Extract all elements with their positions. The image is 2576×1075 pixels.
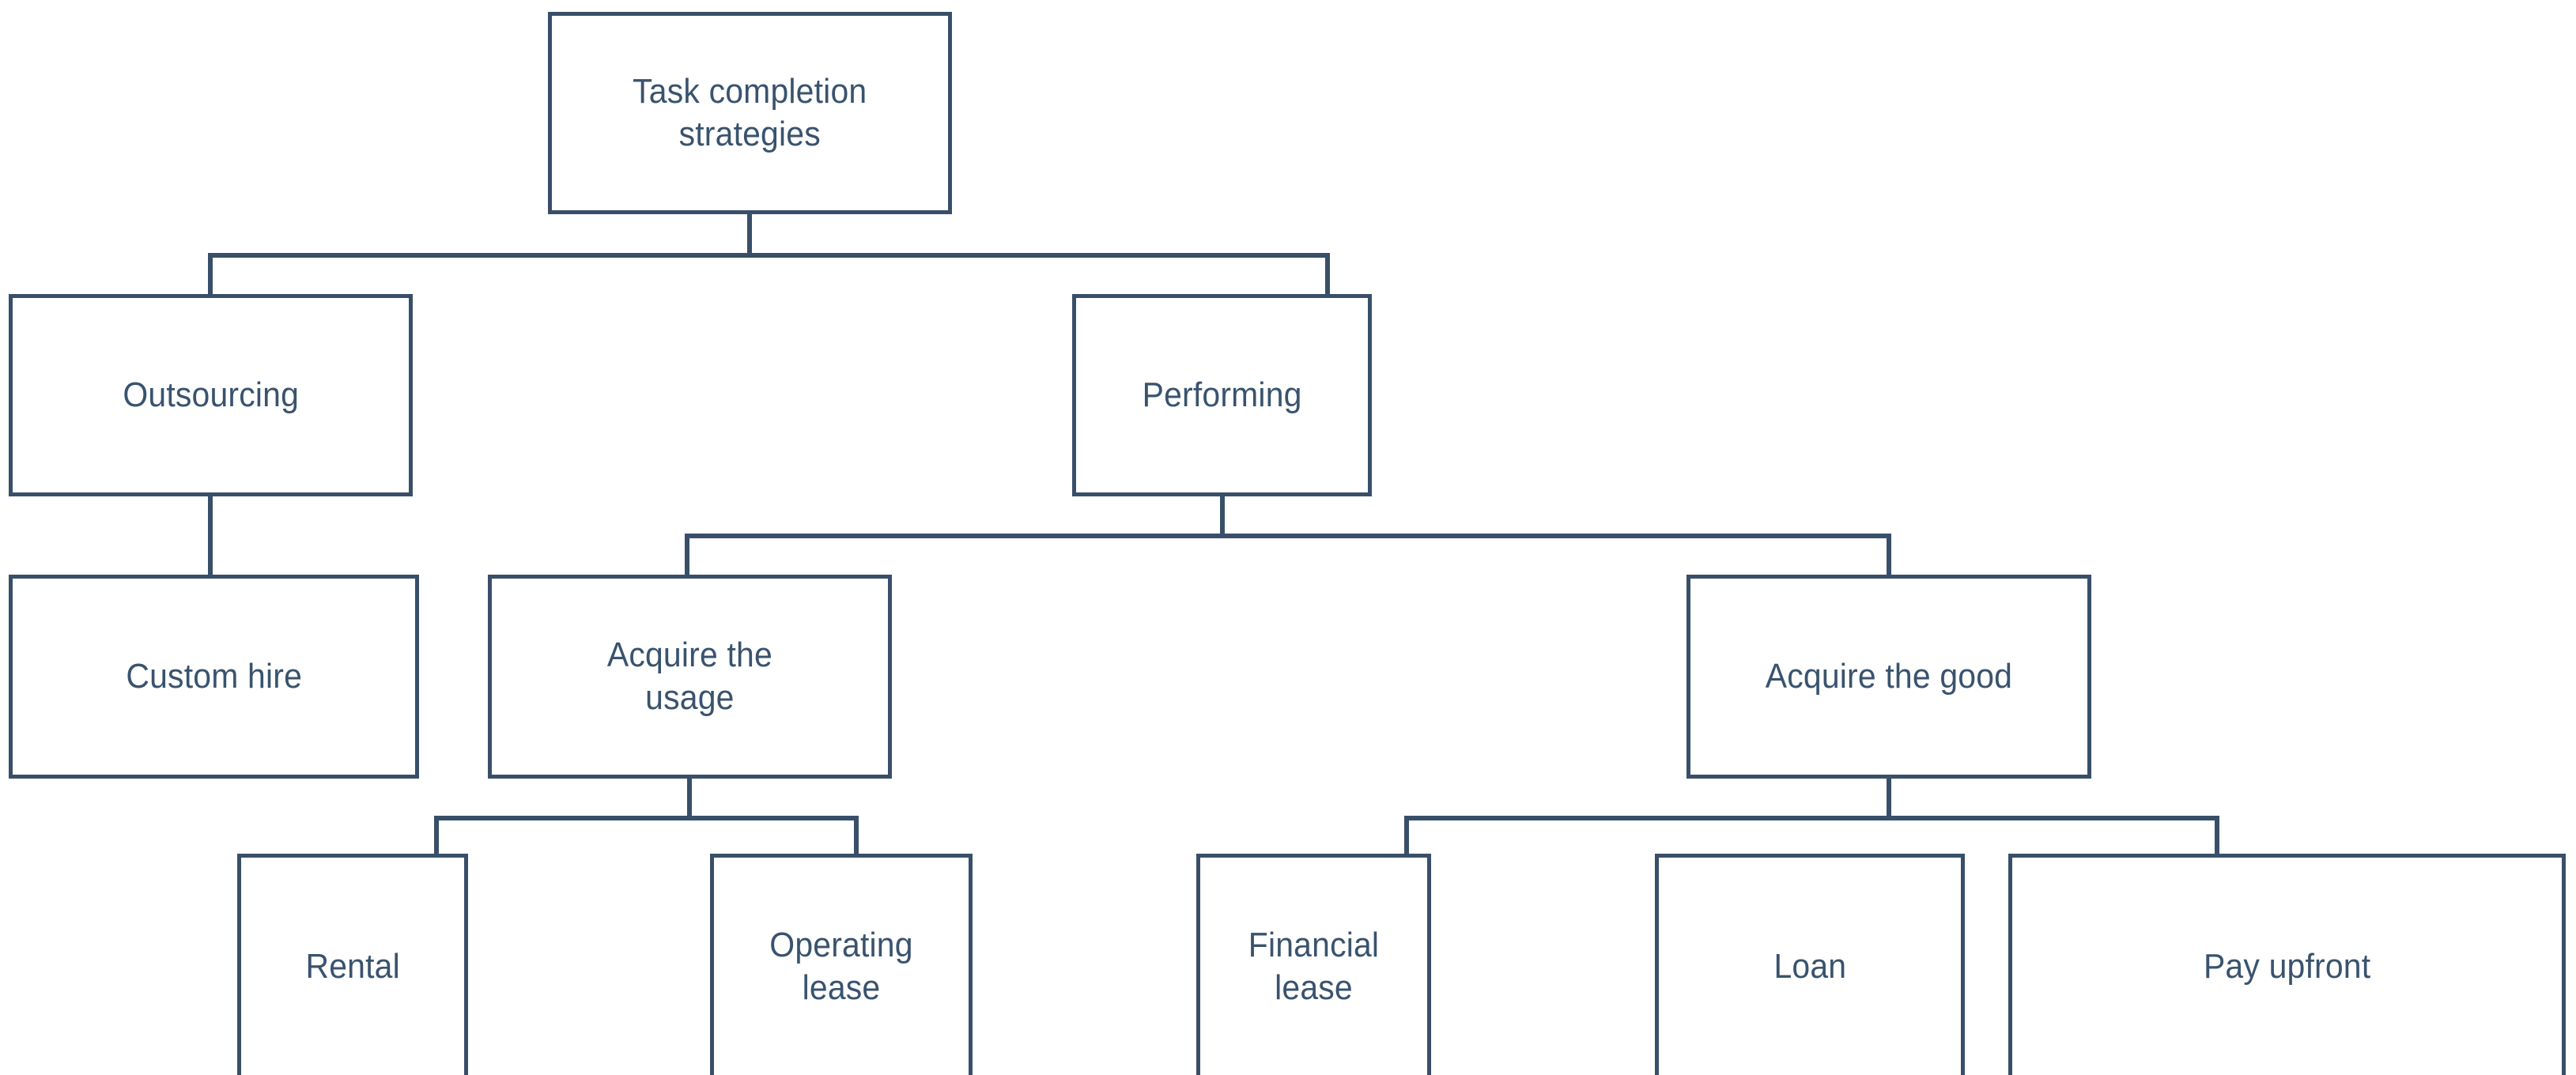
node-label: Operating lease (769, 925, 913, 1007)
node-label: Acquire the usage (606, 636, 773, 717)
node-label: Rental (305, 946, 400, 986)
node-label: Pay upfront (2203, 946, 2371, 986)
node-operating-lease[interactable]: Operating lease (710, 854, 973, 1075)
node-outsourcing[interactable]: Outsourcing (9, 294, 413, 496)
node-label: Loan (1773, 946, 1846, 986)
node-financial-lease[interactable]: Financial lease (1196, 854, 1431, 1075)
node-label: Custom hire (126, 657, 302, 696)
node-label: Acquire the good (1765, 657, 2013, 696)
node-performing[interactable]: Performing (1072, 294, 1372, 496)
connector-performing-stem (1220, 496, 1225, 538)
node-loan[interactable]: Loan (1655, 854, 1965, 1075)
connector-to-operating-lease (854, 816, 859, 857)
node-label: Performing (1142, 375, 1302, 415)
node-label: Financial lease (1248, 925, 1380, 1007)
connector-good-children-bus (1404, 816, 2219, 820)
connector-to-performing (1325, 253, 1330, 297)
node-task-completion-strategies[interactable]: Task completion strategies (548, 12, 952, 214)
node-acquire-the-usage[interactable]: Acquire the usage (488, 575, 892, 779)
connector-acquire-good-stem (1887, 779, 1891, 819)
connector-to-pay-upfront (2215, 816, 2219, 857)
connector-to-financial-lease (1404, 816, 1409, 857)
connector-to-outsourcing (208, 253, 213, 297)
node-label: Task completion strategies (633, 72, 867, 153)
node-label: Outsourcing (123, 375, 299, 415)
node-rental[interactable]: Rental (237, 854, 468, 1075)
connector-level2-bus (685, 534, 1891, 538)
connector-outsourcing-to-custom-hire (208, 496, 213, 578)
connector-root-stem (747, 214, 752, 258)
connector-level1-bus (208, 253, 1330, 258)
connector-to-acquire-usage (685, 534, 689, 578)
node-acquire-the-good[interactable]: Acquire the good (1686, 575, 2091, 779)
node-pay-upfront[interactable]: Pay upfront (2008, 854, 2566, 1075)
connector-acquire-usage-stem (687, 779, 692, 819)
node-custom-hire[interactable]: Custom hire (9, 575, 419, 779)
connector-to-rental (434, 816, 439, 857)
connector-to-acquire-good (1887, 534, 1891, 578)
connector-usage-children-bus (434, 816, 859, 820)
